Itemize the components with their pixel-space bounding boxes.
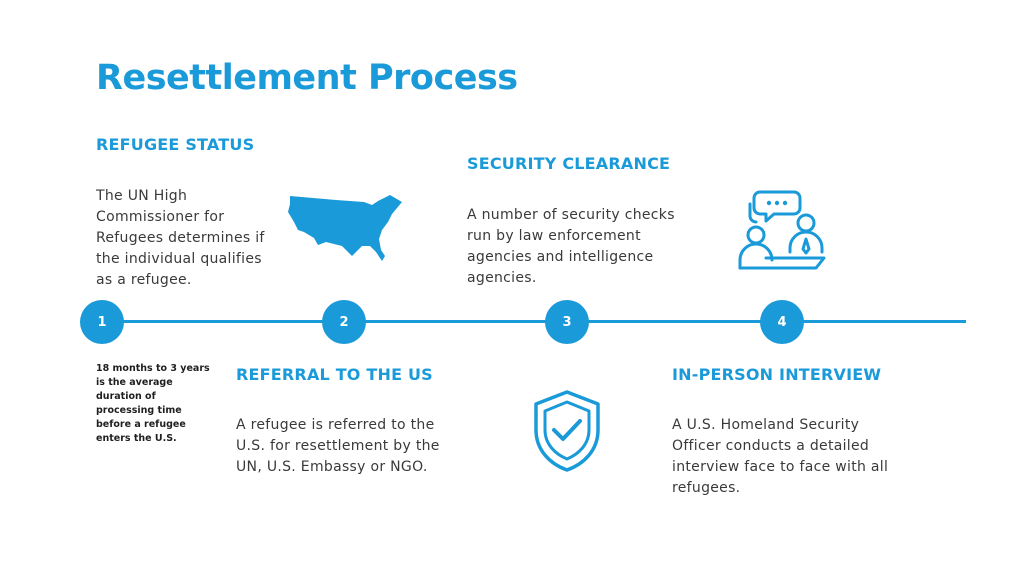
step-2-node: 2 xyxy=(322,300,366,344)
processing-time-note: 18 months to 3 years is the average dura… xyxy=(96,363,210,444)
step-1-heading: REFUGEE STATUS xyxy=(96,135,255,154)
step-3-node: 3 xyxy=(545,300,589,344)
page-title: Resettlement Process xyxy=(96,58,518,98)
step-4-text: A U.S. Homeland Security Officer conduct… xyxy=(672,417,889,496)
step-1-text: The UN High Commissioner for Refugees de… xyxy=(96,188,265,288)
step-1-node: 1 xyxy=(80,300,124,344)
timeline-line xyxy=(102,320,966,323)
step-2-text: A refugee is referred to the U.S. for re… xyxy=(236,417,440,475)
step-3-heading: SECURITY CLEARANCE xyxy=(467,154,671,173)
shield-check-icon xyxy=(534,390,600,472)
step-4-node: 4 xyxy=(760,300,804,344)
interview-icon xyxy=(738,190,826,270)
step-2-heading: REFERRAL TO THE US xyxy=(236,365,433,384)
step-3-text: A number of security checks run by law e… xyxy=(467,207,675,286)
us-map-icon xyxy=(288,195,402,261)
step-4-heading: IN-PERSON INTERVIEW xyxy=(672,365,882,384)
